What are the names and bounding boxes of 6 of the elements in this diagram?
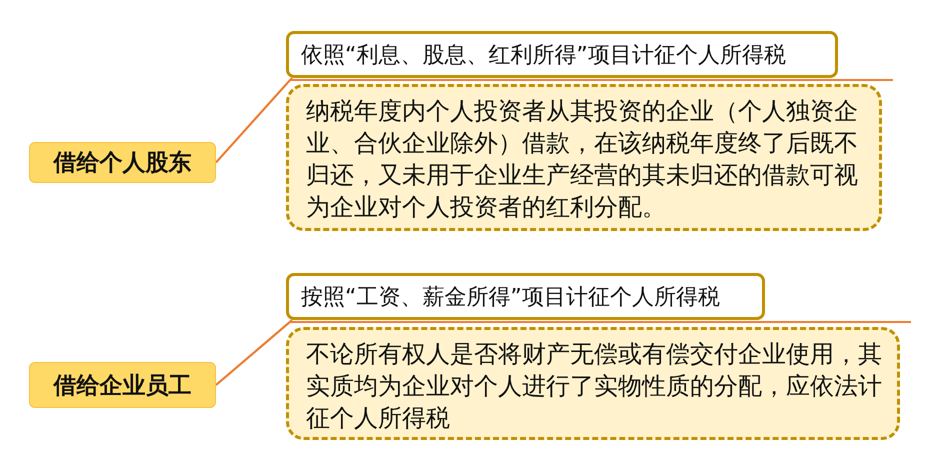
- note-box: 不论所有权人是否将财产无偿或有偿交付企业使用，其实质均为企业对个人进行了实物性质的分配，应依法计征个人所得税: [286, 327, 900, 440]
- connector-line: [215, 321, 911, 386]
- note-box: 纳税年度内个人投资者从其投资的企业（个人独资企业、合伙企业除外）借款，在该纳税年度终了后既不归还，又未用于企业生产经营的其未归还的借款可视为企业对个人投资者的红利分配。: [286, 84, 882, 231]
- connector-line: [215, 79, 893, 164]
- topic-box: 借给个人股东: [29, 142, 216, 183]
- topic-box: 借给企业员工: [29, 362, 216, 408]
